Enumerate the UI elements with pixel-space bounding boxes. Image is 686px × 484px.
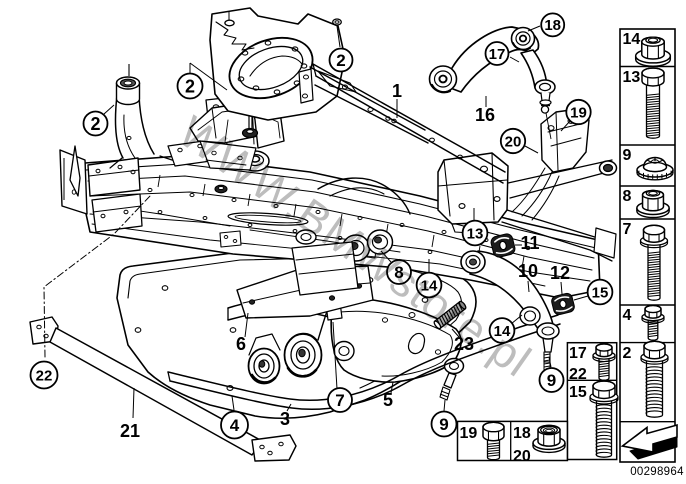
svg-text:13: 13 <box>467 225 484 242</box>
svg-text:8: 8 <box>394 263 403 282</box>
svg-text:9: 9 <box>547 371 556 390</box>
svg-text:4: 4 <box>623 307 632 324</box>
svg-text:14: 14 <box>623 31 641 48</box>
svg-text:1: 1 <box>392 81 402 101</box>
svg-text:18: 18 <box>544 17 561 34</box>
svg-text:17: 17 <box>489 46 506 63</box>
svg-text:11: 11 <box>520 233 539 253</box>
svg-text:7: 7 <box>623 221 632 238</box>
svg-text:8: 8 <box>623 188 632 205</box>
svg-text:10: 10 <box>518 261 538 281</box>
svg-text:2: 2 <box>336 51 345 70</box>
svg-text:18: 18 <box>513 425 531 442</box>
svg-text:7: 7 <box>335 391 344 410</box>
svg-text:3: 3 <box>280 409 290 429</box>
svg-text:22: 22 <box>569 366 587 383</box>
svg-text:5: 5 <box>383 390 393 410</box>
svg-text:2: 2 <box>90 114 100 134</box>
svg-text:15: 15 <box>592 284 609 301</box>
svg-text:21: 21 <box>120 421 140 441</box>
svg-text:17: 17 <box>569 345 587 362</box>
svg-text:19: 19 <box>460 425 478 442</box>
svg-text:13: 13 <box>623 69 641 86</box>
svg-text:4: 4 <box>230 416 240 435</box>
svg-text:14: 14 <box>421 277 438 294</box>
svg-text:9: 9 <box>623 147 632 164</box>
svg-text:00298964: 00298964 <box>630 466 684 478</box>
svg-text:15: 15 <box>569 384 587 401</box>
svg-text:16: 16 <box>475 105 495 125</box>
svg-text:2: 2 <box>623 345 632 362</box>
svg-text:22: 22 <box>36 367 53 384</box>
svg-text:14: 14 <box>494 323 511 340</box>
svg-text:2: 2 <box>185 76 195 96</box>
svg-text:20: 20 <box>513 448 531 465</box>
svg-text:23: 23 <box>454 334 474 354</box>
svg-text:9: 9 <box>439 415 448 434</box>
svg-text:20: 20 <box>505 133 522 150</box>
svg-text:6: 6 <box>236 334 246 354</box>
svg-text:12: 12 <box>550 263 570 283</box>
svg-text:19: 19 <box>570 104 587 121</box>
